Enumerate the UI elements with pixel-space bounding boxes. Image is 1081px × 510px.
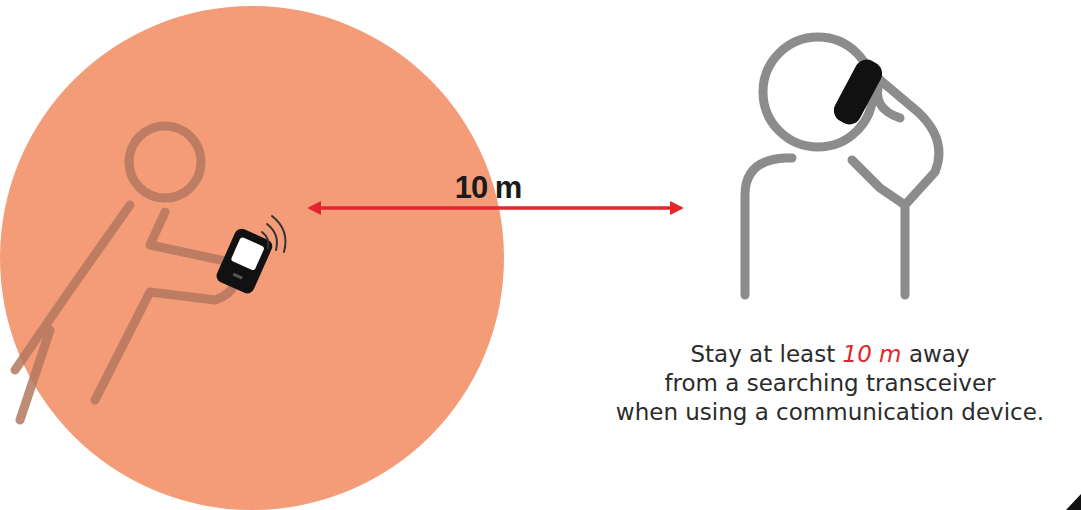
note-text: Stay at least: [690, 341, 835, 367]
distance-arrow: [310, 206, 681, 210]
signal-wave: [272, 216, 286, 252]
corner-mark: [1066, 494, 1081, 510]
note-distance: 10 m: [843, 341, 902, 367]
person-head: [129, 126, 201, 198]
person-left-side: [745, 158, 792, 295]
person-hand: [878, 80, 901, 118]
transceiver-body: [214, 226, 274, 295]
signal-waves: [262, 216, 286, 252]
note-text: when using a communication device.: [616, 399, 1044, 425]
phone: [830, 55, 887, 128]
person-leg: [20, 330, 50, 420]
note-text: from a searching transceiver: [664, 370, 995, 396]
person-arm-inner: [852, 160, 905, 205]
signal-wave: [262, 232, 268, 248]
person-front: [95, 262, 235, 400]
transceiver: [214, 226, 274, 295]
note-line: Stay at least 10 m away: [560, 340, 1081, 368]
signal-wave: [267, 224, 277, 250]
phone-person: [745, 37, 939, 295]
note-line: when using a communication device.: [560, 398, 1081, 426]
distance-label: 10 m: [455, 170, 522, 206]
transceiver-screen: [230, 237, 264, 271]
note-text: away: [909, 341, 970, 367]
phone-body: [830, 55, 887, 128]
person-back: [15, 205, 130, 370]
person-arm: [150, 212, 230, 262]
range-circle: [0, 6, 504, 510]
transceiver-button: [233, 273, 243, 280]
searching-person: [15, 126, 235, 420]
note-line: from a searching transceiver: [560, 369, 1081, 397]
